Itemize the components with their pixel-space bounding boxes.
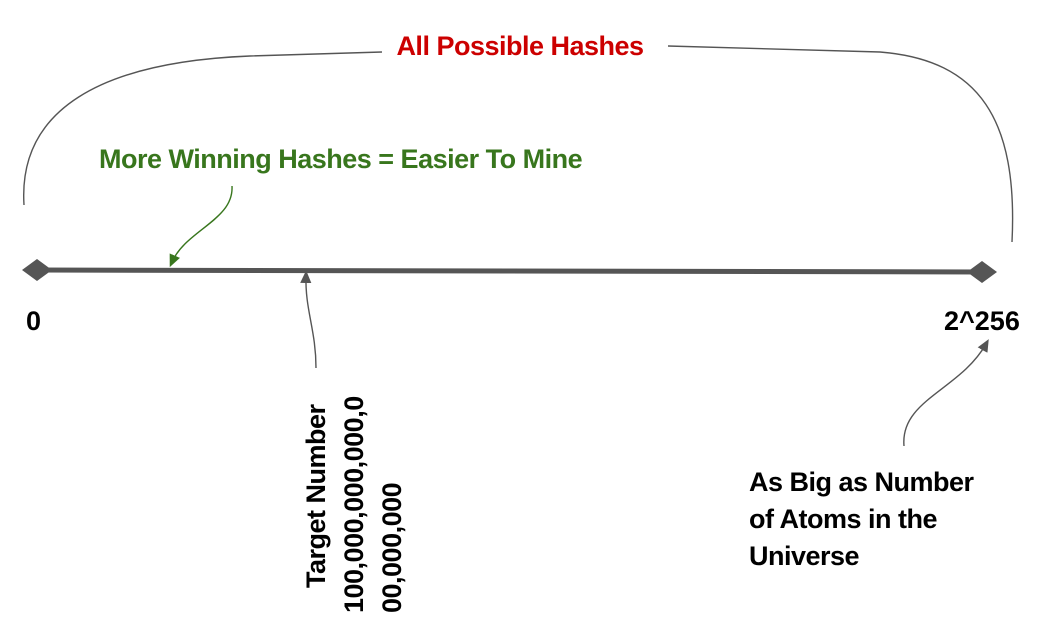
all-possible-hashes-title: All Possible Hashes [396, 31, 643, 61]
axis-start-label: 0 [26, 306, 41, 336]
universe-note-line1: As Big as Number [749, 467, 975, 497]
target-number-label: Target Number [301, 403, 331, 588]
target-number-value-line2: 00,000,000 [377, 483, 407, 613]
winning-hashes-label: More Winning Hashes = Easier To Mine [99, 144, 583, 174]
universe-arrow [903, 339, 989, 447]
all-hashes-brace-right [667, 45, 1014, 243]
target-number-value-line1: 100,000,000,000,0 [339, 396, 369, 613]
axis-start-diamond [22, 259, 52, 281]
hash-axis-line [35, 267, 983, 275]
axis-end-label: 2^256 [944, 306, 1020, 336]
all-hashes-brace [23, 51, 383, 206]
winning-hashes-arrow [169, 185, 233, 268]
target-number-group: Target Number 100,000,000,000,0 00,000,0… [301, 396, 407, 613]
universe-note-line3: Universe [749, 541, 860, 571]
axis-end-diamond [967, 261, 997, 283]
universe-note-line2: of Atoms in the [749, 504, 937, 534]
target-arrow [300, 270, 317, 369]
